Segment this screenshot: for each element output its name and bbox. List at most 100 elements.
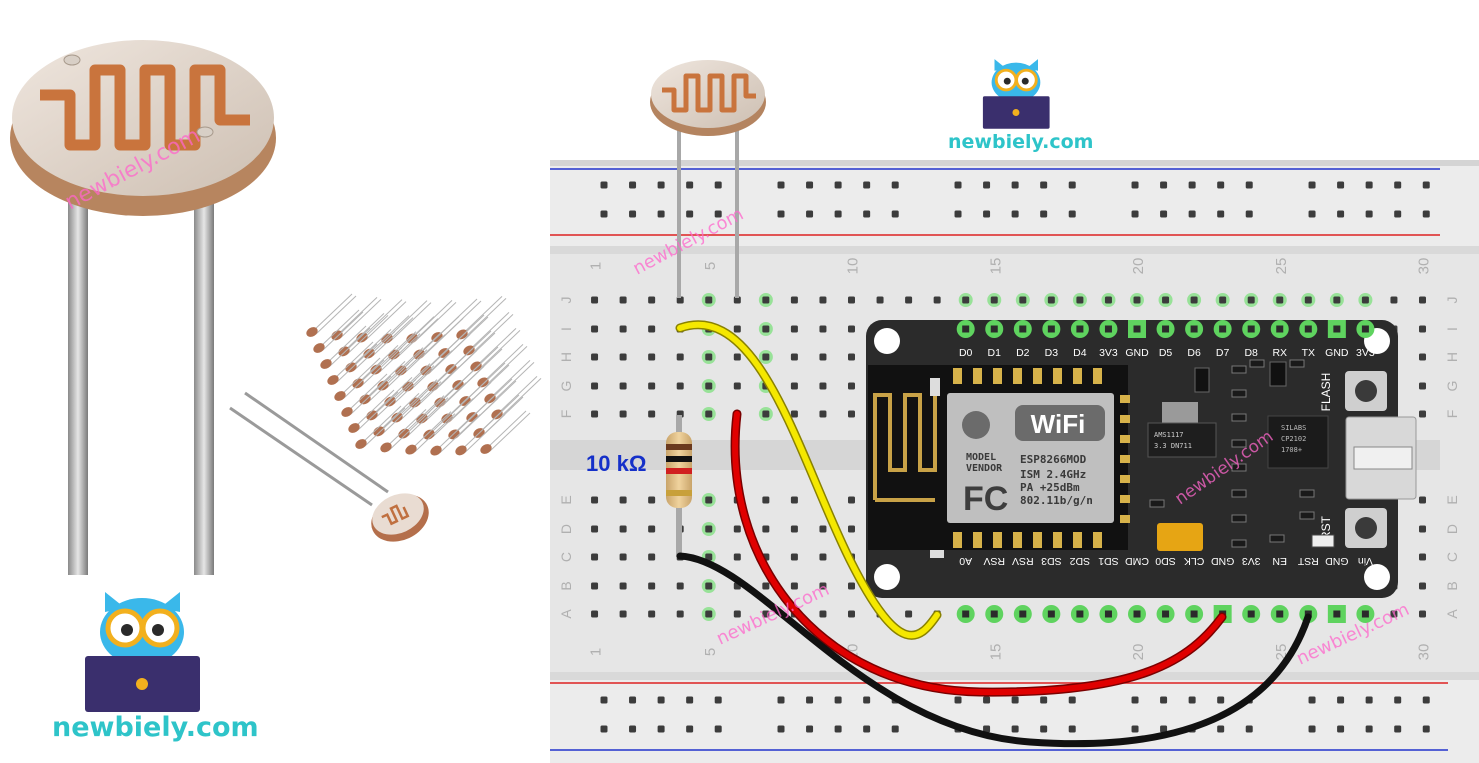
column-number: 30 [1416,644,1433,661]
column-number: 10 [845,258,862,275]
breadboard-hole [819,610,827,618]
breadboard-hole [591,353,599,361]
breadboard-hole [619,353,627,361]
rail-hole [1131,725,1139,733]
column-number: 15 [987,258,1004,275]
rail-hole [1217,696,1225,704]
rail-hole [1040,181,1048,189]
column-number: 5 [702,648,719,656]
rail-hole [600,210,608,218]
breadboard-hole [762,353,770,361]
column-number: 20 [1130,644,1147,661]
row-letter: I [1444,327,1460,331]
rail-hole [806,210,814,218]
breadboard-hole [762,296,770,304]
breadboard-hole [1361,296,1369,304]
breadboard-hole [762,582,770,590]
pin-label: CLK [1184,555,1204,567]
column-number: 1 [588,648,605,656]
rail-hole [629,696,637,704]
rail-hole [777,181,785,189]
breadboard-hole [762,525,770,533]
rail-hole [1188,696,1196,704]
breadboard-hole [619,296,627,304]
ldr-bundle-photo [306,293,542,456]
breadboard-hole [591,296,599,304]
rail-hole [1308,696,1316,704]
rail-hole [954,181,962,189]
breadboard-hole [848,325,855,333]
breadboard-hole [819,382,827,390]
ldr-leg-left [68,175,88,575]
breadboard-hole [876,296,884,304]
breadboard-hole [1390,296,1398,304]
breadboard-hole [1419,553,1426,561]
rail-hole [1365,210,1373,218]
pin-label: CMD [1125,555,1149,567]
breadboard-hole [733,553,741,561]
module-text: PA +25dBm [1020,481,1080,494]
rail-hole [1245,181,1253,189]
pin-label: D7 [1216,347,1230,359]
rail-hole [1337,210,1345,218]
breadboard-hole [790,553,798,561]
rail-hole [891,210,899,218]
breadboard-hole [762,325,770,333]
rail-hole [863,725,871,733]
rail-hole [714,696,722,704]
breadboard-hole [1047,296,1055,304]
rail-hole [1068,181,1076,189]
breadboard-hole [619,382,627,390]
black-wire [676,552,1312,748]
column-number: 5 [702,262,719,270]
breadboard-hole [819,353,827,361]
mount-hole [874,564,900,590]
rail-hole [1188,210,1196,218]
ldr-large-photo [10,40,276,575]
pin-label: SD1 [1098,555,1119,567]
breadboard-hole [676,382,684,390]
breadboard-hole [819,582,827,590]
row-letter: I [558,327,574,331]
pin-label: 3V3 [1356,347,1375,359]
breadboard-hole [705,525,713,533]
breadboard-hole [790,296,798,304]
rail-hole [834,696,842,704]
breadboard-hole [591,325,599,333]
regulator-text: 3.3 DN711 [1154,442,1192,450]
breadboard-hole [648,525,656,533]
rail-hole [1068,696,1076,704]
breadboard-hole [762,496,770,504]
newbiely-logo-right [982,59,1050,129]
rail-hole [777,725,785,733]
ldr-leg-right [735,120,739,298]
rail-hole [1337,181,1345,189]
breadboard-hole [676,353,684,361]
breadboard-hole [733,610,741,618]
rail-hole [1040,210,1048,218]
breadboard-hole [790,382,798,390]
row-letter: C [558,552,574,562]
rail-hole [1040,725,1048,733]
breadboard-hole [648,325,656,333]
breadboard-hole [705,410,713,418]
module-text: MODEL [966,452,996,463]
rail-hole [777,696,785,704]
rail-hole [1217,725,1225,733]
breadboard-hole [848,610,855,618]
rail-hole [806,696,814,704]
breadboard-hole [705,582,713,590]
breadboard-hole [733,296,741,304]
pin-label: TX [1302,347,1315,359]
breadboard-hole [790,410,798,418]
column-number: 30 [1416,258,1433,275]
breadboard-hole [762,610,770,618]
breadboard-hole [705,353,713,361]
pin-label: GND [1325,347,1349,359]
pin-label: A0 [959,555,972,567]
rail-hole [1217,210,1225,218]
module-text: 802.11b/g/n [1020,494,1093,507]
breadboard-hole [790,582,798,590]
